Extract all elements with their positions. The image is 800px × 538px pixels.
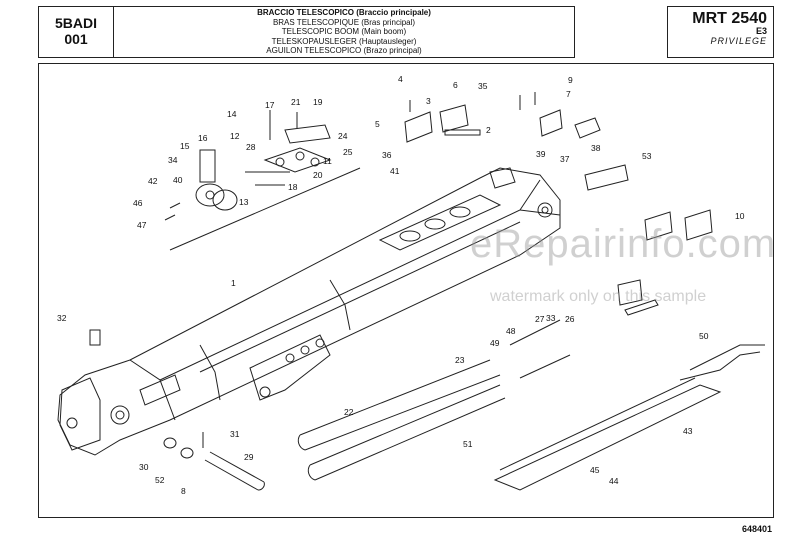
section-code: 5BADI xyxy=(54,15,97,31)
document-number: 648401 xyxy=(741,524,772,534)
callout-20: 20 xyxy=(313,170,323,180)
callout-43: 43 xyxy=(683,426,693,436)
callout-8: 8 xyxy=(181,486,186,496)
callout-21: 21 xyxy=(291,97,301,107)
callout-22: 22 xyxy=(344,407,354,417)
callout-51: 51 xyxy=(463,439,473,449)
callout-33: 33 xyxy=(546,313,556,323)
callout-47: 47 xyxy=(137,220,147,230)
callout-1: 1 xyxy=(231,278,236,288)
callout-41: 41 xyxy=(390,166,400,176)
title-it: BRACCIO TELESCOPICO (Braccio principale) xyxy=(257,8,431,17)
callout-24: 24 xyxy=(338,131,348,141)
model-series: E3 xyxy=(755,26,767,36)
callout-16: 16 xyxy=(198,133,208,143)
callout-48: 48 xyxy=(506,326,516,336)
section-code-box: 5BADI 001 xyxy=(38,6,114,58)
callout-6: 6 xyxy=(453,80,458,90)
callout-31: 31 xyxy=(230,429,240,439)
callout-42: 42 xyxy=(148,176,158,186)
callout-4: 4 xyxy=(398,74,403,84)
callout-14: 14 xyxy=(227,109,237,119)
callout-3: 3 xyxy=(426,96,431,106)
callout-38: 38 xyxy=(591,143,601,153)
watermark-note: watermark only on this sample xyxy=(490,288,707,305)
callout-37: 37 xyxy=(560,154,570,164)
callout-13: 13 xyxy=(239,197,249,207)
callout-7: 7 xyxy=(566,89,571,99)
extension-boom xyxy=(493,344,765,491)
chains xyxy=(297,319,571,481)
model-box: MRT 2540 E3 PRIVILEGE xyxy=(667,6,774,58)
callout-25: 25 xyxy=(343,147,353,157)
section-number: 001 xyxy=(64,31,88,47)
callout-27: 27 xyxy=(535,314,545,324)
callout-39: 39 xyxy=(536,149,546,159)
model-name: MRT 2540 xyxy=(692,10,767,27)
callout-35: 35 xyxy=(478,81,488,91)
wear-pads-upper xyxy=(404,92,629,191)
main-boom xyxy=(57,167,561,456)
callout-18: 18 xyxy=(288,182,298,192)
diagram-frame xyxy=(38,63,774,518)
callout-50: 50 xyxy=(699,331,709,341)
callout-49: 49 xyxy=(490,338,500,348)
title-box: BRACCIO TELESCOPICO (Braccio principale)… xyxy=(113,6,575,58)
callout-26: 26 xyxy=(565,314,575,324)
wear-pads-right xyxy=(617,209,713,316)
title-es: AGUILON TELESCOPICO (Brazo principal) xyxy=(266,46,422,56)
pulley-assembly xyxy=(164,110,361,251)
callout-labels: 1 2 3 4 5 6 7 8 9 10 11 12 13 14 15 16 1… xyxy=(57,74,745,496)
callout-19: 19 xyxy=(313,97,323,107)
callout-9: 9 xyxy=(568,75,573,85)
callout-15: 15 xyxy=(180,141,190,151)
callout-46: 46 xyxy=(133,198,143,208)
callout-23: 23 xyxy=(455,355,465,365)
callout-52: 52 xyxy=(155,475,165,485)
callout-36: 36 xyxy=(382,150,392,160)
callout-40: 40 xyxy=(173,175,183,185)
callout-17: 17 xyxy=(265,100,275,110)
callout-30: 30 xyxy=(139,462,149,472)
callout-29: 29 xyxy=(244,452,254,462)
callout-32: 32 xyxy=(57,313,67,323)
title-en: TELESCOPIC BOOM (Main boom) xyxy=(281,27,407,37)
callout-10: 10 xyxy=(735,211,745,221)
callout-28: 28 xyxy=(246,142,256,152)
callout-45: 45 xyxy=(590,465,600,475)
callout-11: 11 xyxy=(323,156,332,166)
callout-2: 2 xyxy=(486,125,491,135)
boom-pivot-parts xyxy=(89,329,265,491)
title-de: TELESKOPAUSLEGER (Hauptausleger) xyxy=(271,36,417,46)
callout-5: 5 xyxy=(375,119,380,129)
callout-34: 34 xyxy=(168,155,178,165)
watermark-site: eRepairinfo.com xyxy=(470,222,777,266)
callout-44: 44 xyxy=(609,476,619,486)
callout-12: 12 xyxy=(230,131,240,141)
model-edition: PRIVILEGE xyxy=(710,36,767,46)
title-fr: BRAS TELESCOPIQUE (Bras principal) xyxy=(272,17,416,27)
callout-53: 53 xyxy=(642,151,652,161)
